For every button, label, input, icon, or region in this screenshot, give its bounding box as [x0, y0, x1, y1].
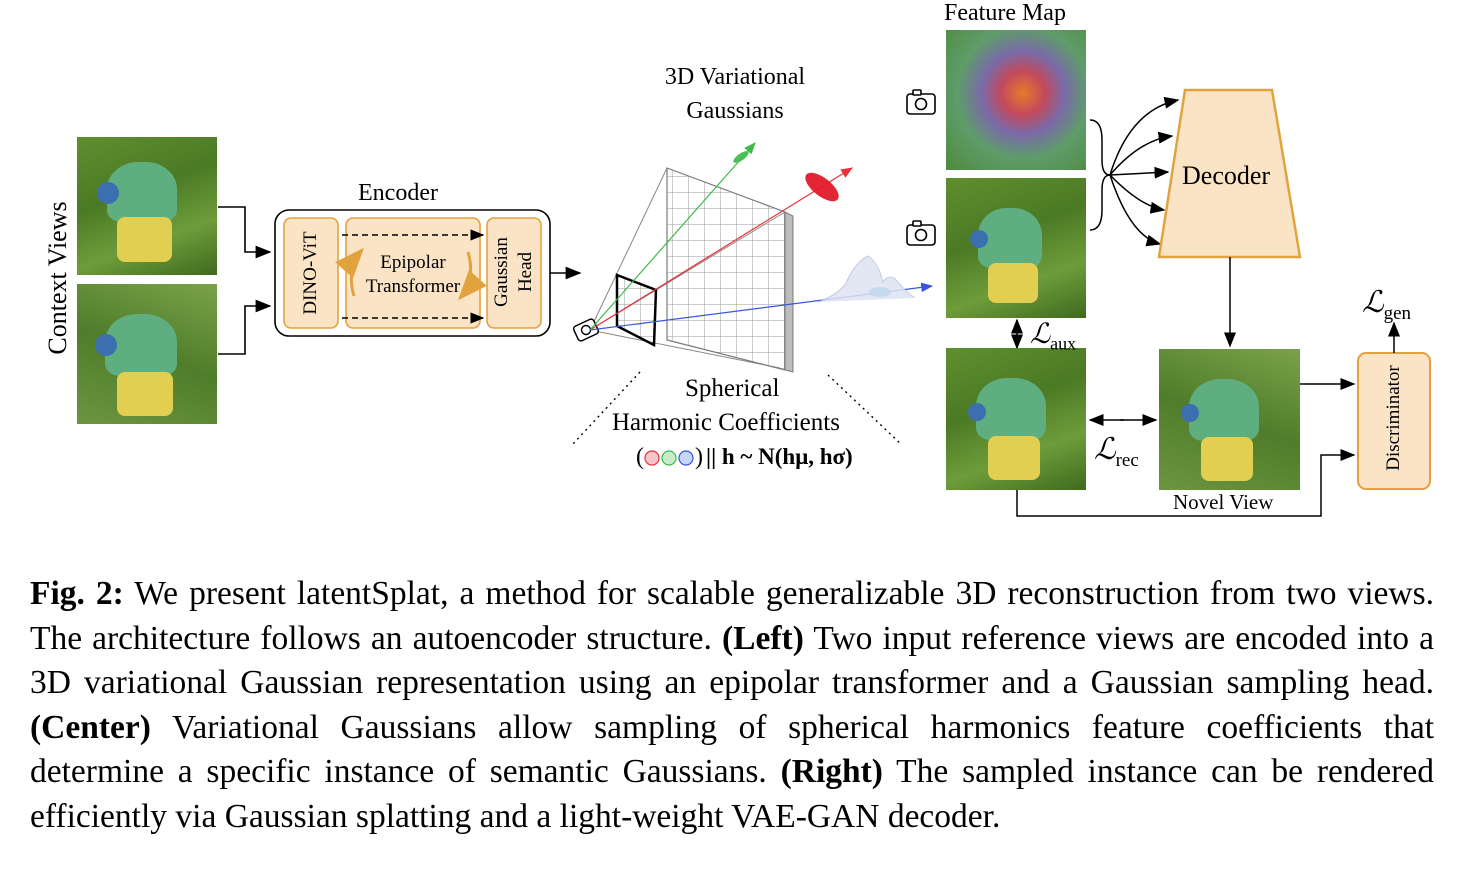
- sh-formula-paren-open: (: [636, 444, 644, 470]
- sh-title-line1: Spherical: [685, 375, 780, 402]
- sh-title-line2: Harmonic Coefficients: [612, 409, 840, 436]
- loss-gen: ℒgen: [1362, 285, 1411, 325]
- gt-to-discriminator-arrow: [1016, 449, 1356, 517]
- gaussian-head-box: [486, 217, 542, 329]
- gaussian-head-label: Gaussian Head: [491, 237, 536, 307]
- novel-view-label: Novel View: [1173, 490, 1274, 514]
- gaussians-title: 3D Variational Gaussians: [664, 64, 806, 124]
- epipolar-cycle-arrows: [335, 247, 487, 301]
- loss-aux-subscript: aux: [1050, 333, 1077, 354]
- figure-caption: Fig. 2: We present latentSplat, a method…: [30, 572, 1434, 839]
- sh-formula: || h ~ N(hμ, hσ): [706, 444, 853, 469]
- caption-right: (Right): [780, 753, 883, 790]
- gaussian-scene: [571, 142, 934, 466]
- feature-to-decoder-arrows: [1089, 96, 1180, 247]
- loss-aux: ℒaux: [1030, 317, 1076, 355]
- ground-truth-view: [946, 348, 1086, 490]
- context-views-label: Context Views: [43, 201, 72, 355]
- context-to-encoder-arrows: [218, 206, 272, 355]
- loss-rec-symbol: ℒ: [1094, 433, 1116, 466]
- loss-gen-subscript: gen: [1383, 303, 1412, 324]
- caption-center: (Center): [30, 708, 151, 746]
- figure-diagram: [218, 88, 1431, 517]
- discriminator-label: Discriminator: [1383, 365, 1404, 471]
- feature-map-label: Feature Map: [944, 0, 1066, 26]
- feature-map-image: [946, 30, 1086, 170]
- decoder-box: [1157, 88, 1302, 259]
- architecture-figure: Context Views Encoder DINO-ViT Epipolar …: [43, 0, 1431, 517]
- context-view-1: [77, 137, 217, 275]
- epipolar-dashed-arrows: [342, 229, 485, 324]
- decoder-label: Decoder: [1182, 161, 1271, 190]
- scene-camera-icon: [572, 318, 600, 342]
- caption-text-1: We present latentSplat, a method for sca…: [30, 575, 1434, 657]
- loss-gen-symbol: ℒ: [1362, 286, 1384, 319]
- caption-label: Fig. 2:: [30, 575, 124, 612]
- caption-paragraph: Fig. 2: We present latentSplat, a method…: [30, 572, 1434, 839]
- context-view-2: [77, 284, 217, 424]
- caption-left: (Left): [722, 619, 804, 657]
- epipolar-label: Epipolar Transformer: [365, 252, 461, 297]
- caption-text-2: Two input reference views are encoded in…: [30, 619, 1435, 702]
- caption-text-3: Variational Gaussians allow sampling of …: [30, 708, 1434, 791]
- loss-rec: ℒrec: [1094, 432, 1139, 472]
- novel-view-image: [1159, 349, 1300, 490]
- caption-text-4: The sampled instance can be rendered eff…: [30, 753, 1434, 835]
- feature-map-image-2: [946, 178, 1086, 318]
- dino-vit-label: DINO-ViT: [300, 231, 321, 315]
- feature-camera-icons: [906, 89, 936, 246]
- loss-aux-symbol: ℒ: [1030, 319, 1051, 350]
- loss-rec-subscript: rec: [1115, 450, 1139, 471]
- encoder-title: Encoder: [358, 180, 438, 206]
- sh-formula-paren-close: ): [695, 444, 703, 470]
